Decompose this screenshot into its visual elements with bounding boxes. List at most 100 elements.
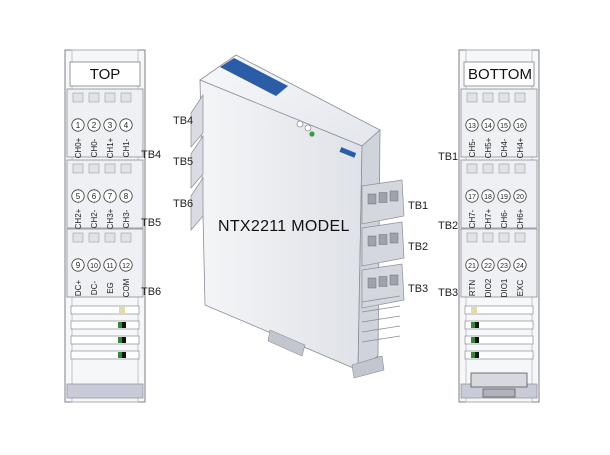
top-terminal-number: 12 xyxy=(122,263,130,270)
model-label: NTX2211 MODEL xyxy=(218,218,350,235)
module-bottom-slot xyxy=(361,315,401,323)
module-bottom-slot xyxy=(361,325,401,333)
bottom-screw-slot xyxy=(482,232,494,243)
bottom-terminal-name: DIO2 xyxy=(484,278,493,297)
top-screw-slot xyxy=(120,232,132,243)
top-status-led xyxy=(118,337,122,343)
top-tb6-label: TB6 xyxy=(141,286,162,298)
bottom-terminal-circle xyxy=(513,118,527,132)
module-terminal-screw xyxy=(389,232,399,244)
top-status-slot xyxy=(70,305,140,315)
bottom-terminal-name: CH7+ xyxy=(484,208,493,229)
top-screw-slot xyxy=(72,163,84,174)
module-terminal-screw xyxy=(378,192,388,203)
module-left-terminal xyxy=(190,134,204,189)
top-status-led xyxy=(118,352,122,358)
module-tb5-label: TB5 xyxy=(173,156,194,168)
bottom-terminal-circle xyxy=(465,118,479,132)
module-bottom-slot xyxy=(361,295,401,303)
bottom-screw-slot xyxy=(514,232,526,243)
top-terminal-name: CH1+ xyxy=(106,137,115,158)
module-tb4-label: TB4 xyxy=(173,115,194,127)
top-view-panel: 1CH0+2CH0-3CH1+4CH1-5CH2+6CH2-7CH3+8CH3-… xyxy=(64,49,146,403)
bottom-terminal-name: CH5- xyxy=(468,138,477,157)
bottom-terminal-circle xyxy=(465,258,479,272)
module-tb1-label: TB1 xyxy=(408,200,429,212)
bottom-terminal-number: 24 xyxy=(516,263,524,270)
bottom-status-led xyxy=(471,352,475,358)
bottom-status-led-dark xyxy=(475,352,479,358)
top-terminal-circle xyxy=(103,189,117,203)
bottom-status-led-dark xyxy=(475,322,479,328)
bottom-terminal-circle xyxy=(497,118,511,132)
top-terminal-number: 10 xyxy=(90,263,98,270)
bottom-terminal-name: CH6+ xyxy=(516,208,525,229)
top-title-box xyxy=(69,61,141,87)
top-terminal-circle xyxy=(87,189,101,203)
module-terminal-screw xyxy=(378,276,388,287)
bottom-screw-slot xyxy=(482,92,494,103)
top-terminal-circle xyxy=(103,258,117,272)
bottom-terminal-number: 15 xyxy=(500,123,508,130)
top-terminal-number: 5 xyxy=(76,192,81,201)
bottom-din-latch xyxy=(482,388,516,398)
top-terminal-name: EG xyxy=(106,282,115,294)
module-left-terminal xyxy=(190,176,204,231)
module-led xyxy=(296,120,304,128)
top-status-slot xyxy=(70,350,140,360)
module-led xyxy=(304,124,312,132)
module-terminal-screw xyxy=(389,274,399,286)
top-terminal-circle xyxy=(71,258,85,272)
bottom-status-slot xyxy=(464,305,534,315)
top-terminal-number: 1 xyxy=(76,121,81,130)
bottom-tb2-label: TB2 xyxy=(438,220,459,232)
top-terminal-number: 8 xyxy=(124,192,129,201)
bottom-screw-slot xyxy=(514,163,526,174)
top-screw-slot xyxy=(72,232,84,243)
top-terminal-name: COM xyxy=(122,278,131,297)
bottom-status-slot xyxy=(464,335,534,345)
top-terminal-circle xyxy=(119,118,133,132)
bottom-status-slot xyxy=(464,320,534,330)
bottom-terminal-name: CH7- xyxy=(468,209,477,228)
module-terminal-screw xyxy=(378,234,388,245)
top-terminal-circle xyxy=(103,118,117,132)
top-terminal-circle xyxy=(87,258,101,272)
module-3d-view xyxy=(190,54,405,379)
top-screw-slot xyxy=(104,232,116,243)
module-label-stripe xyxy=(220,58,288,96)
bottom-amber-led xyxy=(471,307,477,313)
top-status-slot xyxy=(70,320,140,330)
top-base-band xyxy=(66,383,144,399)
bottom-view-panel: 13CH5-14CH5+15CH4-16CH4+17CH7-18CH7+19CH… xyxy=(458,49,540,403)
top-terminal-name: CH1- xyxy=(122,138,131,157)
top-terminal-name: CH0+ xyxy=(74,137,83,158)
bottom-terminal-circle xyxy=(481,258,495,272)
bottom-screw-slot xyxy=(498,92,510,103)
bottom-screw-slot xyxy=(498,163,510,174)
bottom-view-title: BOTTOM xyxy=(468,66,532,83)
bottom-terminal-name: CH4+ xyxy=(516,137,525,158)
top-screw-slot xyxy=(72,92,84,103)
top-amber-led xyxy=(119,307,125,313)
bottom-terminal-circle xyxy=(497,258,511,272)
bottom-terminal-number: 19 xyxy=(500,194,508,201)
bottom-screw-slot xyxy=(498,232,510,243)
bottom-terminal-name: CH6- xyxy=(500,209,509,228)
module-tb6-label: TB6 xyxy=(173,198,194,210)
top-screw-slot xyxy=(88,163,100,174)
bottom-tb1-label: TB1 xyxy=(438,151,459,163)
top-terminal-circle xyxy=(71,118,85,132)
top-status-led-dark xyxy=(122,337,126,343)
bottom-terminal-number: 17 xyxy=(468,194,476,201)
bottom-screw-slot xyxy=(466,232,478,243)
top-status-led-dark xyxy=(122,322,126,328)
bottom-terminal-circle xyxy=(465,189,479,203)
top-terminal-number: 2 xyxy=(92,121,97,130)
bottom-terminal-number: 22 xyxy=(484,263,492,270)
top-screw-slot xyxy=(104,163,116,174)
bottom-din-clip xyxy=(470,372,528,388)
bottom-terminal-number: 13 xyxy=(468,123,476,130)
bottom-terminal-number: 14 xyxy=(484,123,492,130)
